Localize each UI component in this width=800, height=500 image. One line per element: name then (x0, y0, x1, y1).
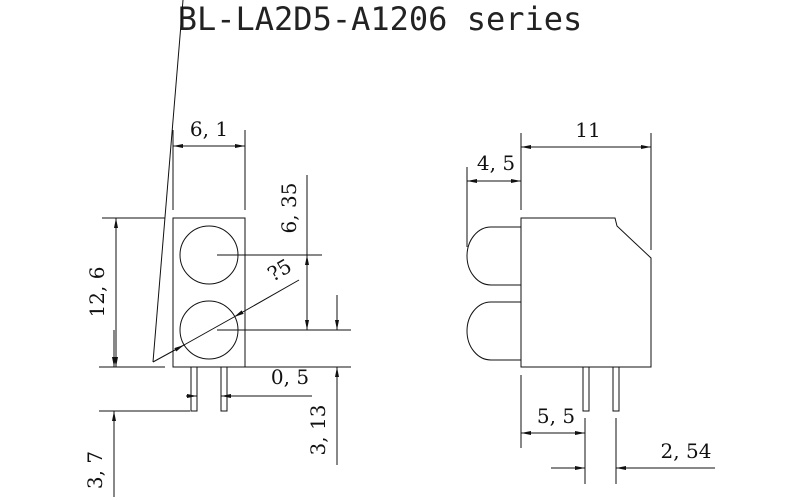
led-lens-top (466, 226, 521, 286)
pin-2 (220, 366, 228, 412)
dim-diameter (233, 279, 300, 318)
pin-1 (190, 366, 198, 412)
dim-led-pitch-label: 6, 35 (277, 183, 301, 234)
pin-side-2 (612, 366, 620, 412)
pin-side-1 (582, 366, 590, 412)
dim-pin-width-label: 0, 5 (271, 365, 309, 389)
dim-led-offset-label: 3, 13 (306, 405, 330, 456)
led-lens-bottom (466, 301, 521, 361)
dim-height-label: 12, 6 (85, 267, 109, 318)
dim-pin-pitch-label: 2, 54 (661, 439, 712, 463)
dim-lens-protrusion-label: 4, 5 (477, 151, 515, 175)
led-housing-front (172, 217, 246, 368)
front-view: 6, 1 12, 6 3, 7 0, 5 6, 35 3, 13 ?5 (83, 0, 351, 497)
dim-depth-label: 11 (575, 118, 600, 142)
drawing-title: BL-LA2D5-A1206 series (178, 0, 583, 38)
dim-pin-offset-label: 5, 5 (537, 404, 575, 428)
side-view: 11 4, 5 5, 5 2, 54 (466, 118, 715, 484)
dim-pin-length-label: 3, 7 (83, 451, 107, 489)
led-housing-side (520, 217, 652, 368)
dim-diameter-label: ?5 (263, 254, 295, 287)
dim-width-label: 6, 1 (190, 117, 228, 141)
